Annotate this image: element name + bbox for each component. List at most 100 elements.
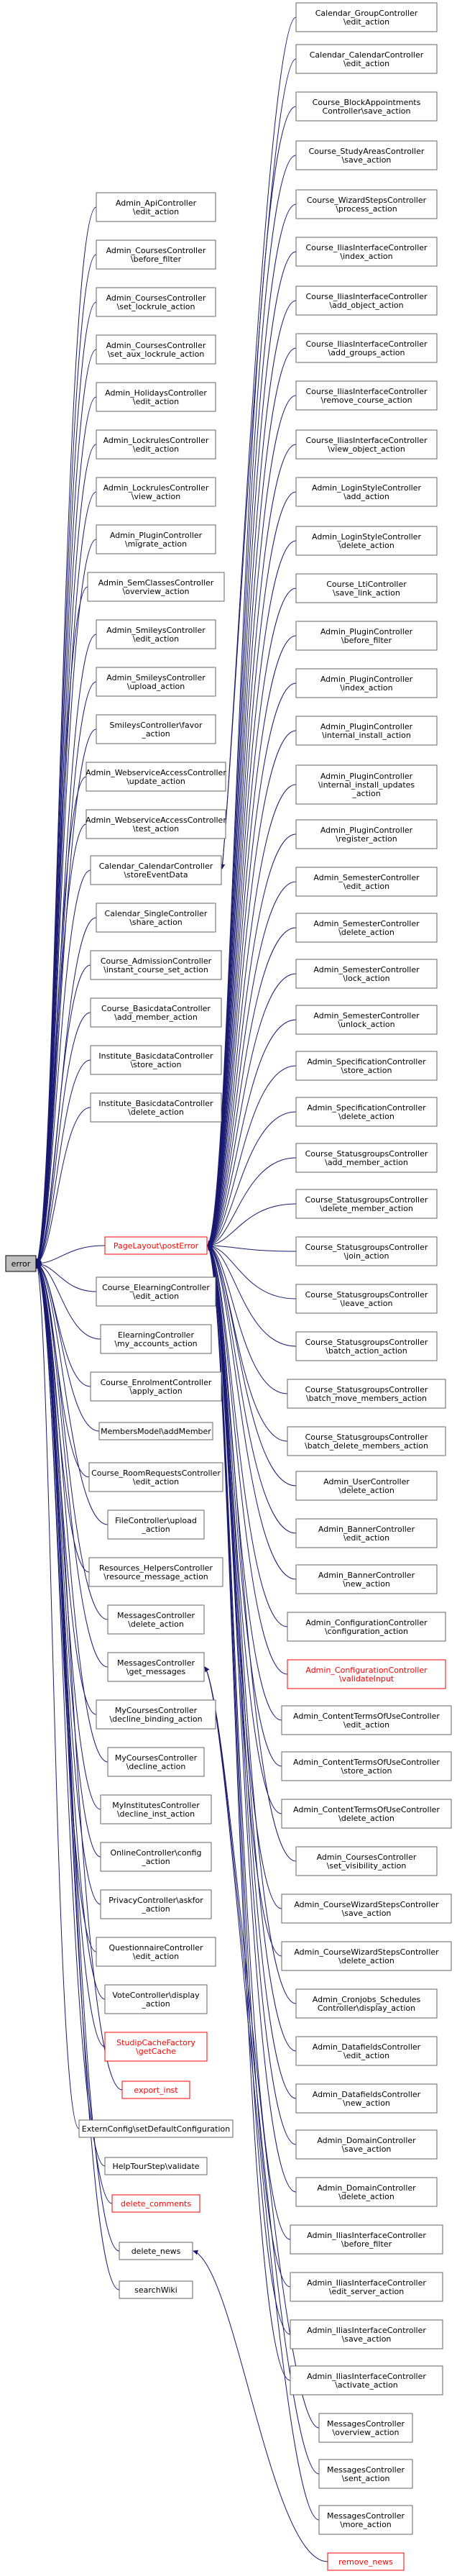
node-course-lticontroller-save-link-action[interactable]: Course_LtiController\save_link_action [295, 573, 438, 603]
node-admin-lockrulescontroller-edit-action[interactable]: Admin_LockrulesController\edit_action [96, 429, 216, 460]
node-admin-semestercontroller-lock-action[interactable]: Admin_SemesterController\lock_action [295, 959, 438, 989]
node-mycoursescontroller-decline-action[interactable]: MyCoursesController\decline_action [107, 1747, 205, 1777]
node-course-statusgroupscontroller-join-action[interactable]: Course_StatusgroupsController\join_actio… [295, 1236, 438, 1266]
node-searchwiki[interactable]: searchWiki [119, 2280, 193, 2299]
node-course-statusgroupscontroller-add-member-action[interactable]: Course_StatusgroupsController\add_member… [295, 1143, 438, 1173]
node-delete-news[interactable]: delete_news [119, 2242, 193, 2260]
node-course-statusgroupscontroller-leave-action[interactable]: Course_StatusgroupsController\leave_acti… [295, 1284, 438, 1314]
node-institute-basicdatacontroller-store-action[interactable]: Institute_BasicdataController\store_acti… [90, 1045, 222, 1075]
node-admin-semestercontroller-edit-action[interactable]: Admin_SemesterController\edit_action [295, 867, 438, 897]
node-admin-loginstylecontroller-add-action[interactable]: Admin_LoginStyleController\add_action [295, 477, 438, 507]
node-course-iliasinterfacecontroller-remove-course-action[interactable]: Course_IliasInterfaceController\remove_c… [295, 380, 438, 411]
node-helptourstep-validate[interactable]: HelpTourStep\validate [104, 2157, 208, 2175]
node-admin-coursewizardstepscontroller-save-action[interactable]: Admin_CourseWizardStepsController\save_a… [281, 1894, 452, 1924]
node-course-basicdatacontroller-add-member-action[interactable]: Course_BasicdataController\add_member_ac… [90, 997, 222, 1028]
node-studipcachefactory-getcache[interactable]: StudipCacheFactory\getCache [104, 2032, 208, 2062]
node-course-iliasinterfacecontroller-view-object-action[interactable]: Course_IliasInterfaceController\view_obj… [295, 429, 438, 460]
node-admin-coursescontroller-set-visibility-action[interactable]: Admin_CoursesController\set_visibility_a… [295, 1846, 438, 1876]
node-admin-cronjobs-schedules-controller-display-action[interactable]: Admin_Cronjobs_SchedulesController\displ… [295, 1988, 438, 2019]
node-admin-plugincontroller-migrate-action[interactable]: Admin_PluginController\migrate_action [96, 524, 216, 554]
node-votecontroller-display-action[interactable]: VoteController\display_action [104, 1984, 208, 2014]
node-messagescontroller-overview-action[interactable]: MessagesController\overview_action [318, 2413, 413, 2443]
node-admin-domaincontroller-delete-action[interactable]: Admin_DomainController\delete_action [295, 2177, 438, 2207]
node-remove-news[interactable]: remove_news [327, 2552, 405, 2571]
node-course-admissioncontroller-instant-course-set-action[interactable]: Course_AdmissionController\instant_cours… [90, 950, 222, 980]
node-filecontroller-upload-action[interactable]: FileController\upload_action [107, 1509, 205, 1540]
node-admin-iliasinterfacecontroller-activate-action[interactable]: Admin_IliasInterfaceController\activate_… [290, 2365, 443, 2395]
node-admin-datafieldscontroller-edit-action[interactable]: Admin_DatafieldsController\edit_action [295, 2036, 438, 2066]
node-pagelayout-posterror[interactable]: PageLayout\postError [104, 1236, 208, 1255]
node-mycoursescontroller-decline-binding-action[interactable]: MyCoursesController\decline_binding_acti… [96, 1699, 216, 1730]
node-admin-domaincontroller-save-action[interactable]: Admin_DomainController\save_action [295, 2129, 438, 2160]
node-admin-iliasinterfacecontroller-edit-server-action[interactable]: Admin_IliasInterfaceController\edit_serv… [290, 2272, 443, 2302]
node-admin-bannercontroller-new-action[interactable]: Admin_BannerController\new_action [295, 1564, 438, 1594]
node-admin-contenttermsofusecontroller-edit-action[interactable]: Admin_ContentTermsOfUseController\edit_a… [281, 1705, 452, 1735]
node-messagescontroller-delete-action[interactable]: MessagesController\delete_action [107, 1604, 205, 1635]
node-questionnairecontroller-edit-action[interactable]: QuestionnaireController\edit_action [96, 1937, 216, 1967]
node-admin-plugincontroller-index-action[interactable]: Admin_PluginController\index_action [295, 668, 438, 698]
node-admin-contenttermsofusecontroller-delete-action[interactable]: Admin_ContentTermsOfUseController\delete… [281, 1799, 452, 1829]
node-course-roomrequestscontroller-edit-action[interactable]: Course_RoomRequestsController\edit_actio… [88, 1462, 223, 1492]
node-messagescontroller-more-action[interactable]: MessagesController\more_action [318, 2505, 413, 2535]
node-calendar-calendarcontroller-edit-action[interactable]: Calendar_CalendarController\edit_action [295, 44, 438, 74]
node-admin-plugincontroller-internal-install-action[interactable]: Admin_PluginController\internal_install_… [295, 716, 438, 746]
node-export-inst[interactable]: export_inst [121, 2081, 190, 2099]
node-admin-contenttermsofusecontroller-store-action[interactable]: Admin_ContentTermsOfUseController\store_… [281, 1751, 452, 1781]
node-course-iliasinterfacecontroller-index-action[interactable]: Course_IliasInterfaceController\index_ac… [295, 237, 438, 267]
node-course-statusgroupscontroller-batch-move-members-action[interactable]: Course_StatusgroupsController\batch_move… [287, 1379, 446, 1409]
node-course-statusgroupscontroller-batch-delete-members-action[interactable]: Course_StatusgroupsController\batch_dele… [287, 1426, 446, 1456]
node-course-blockappointments-controller-save-action[interactable]: Course_BlockAppointmentsController\save_… [295, 91, 438, 122]
node-course-statusgroupscontroller-delete-member-action[interactable]: Course_StatusgroupsController\delete_mem… [295, 1189, 438, 1219]
node-admin-loginstylecontroller-delete-action[interactable]: Admin_LoginStyleController\delete_action [295, 526, 438, 556]
node-delete-comments[interactable]: delete_comments [111, 2194, 200, 2213]
node-admin-webserviceaccesscontroller-update-action[interactable]: Admin_WebserviceAccessController\update_… [86, 762, 226, 792]
node-admin-iliasinterfacecontroller-before-filter[interactable]: Admin_IliasInterfaceController\before_fi… [290, 2224, 443, 2255]
node-admin-webserviceaccesscontroller-test-action[interactable]: Admin_WebserviceAccessController\test_ac… [86, 809, 226, 839]
node-course-enrolmentcontroller-apply-action[interactable]: Course_EnrolmentController\apply_action [90, 1371, 222, 1402]
node-membersmodel-addmember[interactable]: MembersModel\addMember [98, 1422, 213, 1440]
node-error-root[interactable]: error [5, 1255, 37, 1272]
node-admin-coursescontroller-set-aux-lockrule-action[interactable]: Admin_CoursesController\set_aux_lockrule… [96, 334, 216, 365]
node-resources-helperscontroller-resource-message-action[interactable]: Resources_HelpersController\resource_mes… [88, 1557, 223, 1587]
node-admin-specificationcontroller-store-action[interactable]: Admin_SpecificationController\store_acti… [295, 1051, 438, 1081]
node-admin-coursescontroller-set-lockrule-action[interactable]: Admin_CoursesController\set_lockrule_act… [96, 287, 216, 317]
node-course-wizardstepscontroller-process-action[interactable]: Course_WizardStepsController\process_act… [295, 189, 438, 219]
node-smileyscontroller-favor-action[interactable]: SmileysController\favor_action [96, 714, 216, 744]
node-elearningcontroller-my-accounts-action[interactable]: ElearningController\my_accounts_action [100, 1324, 212, 1354]
node-course-studyareascontroller-save-action[interactable]: Course_StudyAreasController\save_action [295, 140, 438, 170]
node-course-iliasinterfacecontroller-add-object-action[interactable]: Course_IliasInterfaceController\add_obje… [295, 286, 438, 316]
node-admin-coursescontroller-before-filter[interactable]: Admin_CoursesController\before_filter [96, 239, 216, 270]
node-myinstitutescontroller-decline-inst-action[interactable]: MyInstitutesController\decline_inst_acti… [100, 1794, 212, 1824]
node-admin-configurationcontroller-validateinput[interactable]: Admin_ConfigurationController\validateIn… [287, 1659, 446, 1689]
node-course-elearningcontroller-edit-action[interactable]: Course_ElearningController\edit_action [96, 1276, 216, 1307]
node-admin-semclassescontroller-overview-action[interactable]: Admin_SemClassesController\overview_acti… [87, 572, 225, 602]
node-admin-smileyscontroller-upload-action[interactable]: Admin_SmileysController\upload_action [96, 667, 216, 697]
node-admin-semestercontroller-unlock-action[interactable]: Admin_SemesterController\unlock_action [295, 1005, 438, 1035]
node-admin-semestercontroller-delete-action[interactable]: Admin_SemesterController\delete_action [295, 913, 438, 943]
node-admin-plugincontroller-internal-install-updates-action[interactable]: Admin_PluginController\internal_install_… [295, 764, 438, 805]
node-course-statusgroupscontroller-batch-action-action[interactable]: Course_StatusgroupsController\batch_acti… [295, 1331, 438, 1361]
node-calendar-groupcontroller-edit-action[interactable]: Calendar_GroupController\edit_action [295, 2, 438, 32]
node-admin-holidayscontroller-edit-action[interactable]: Admin_HolidaysController\edit_action [96, 382, 216, 412]
node-admin-iliasinterfacecontroller-save-action[interactable]: Admin_IliasInterfaceController\save_acti… [290, 2319, 443, 2349]
node-privacycontroller-askfor-action[interactable]: PrivacyController\askfor_action [100, 1889, 212, 1919]
node-calendar-singlecontroller-share-action[interactable]: Calendar_SingleController\share_action [96, 903, 216, 933]
node-admin-plugincontroller-before-filter[interactable]: Admin_PluginController\before_filter [295, 621, 438, 651]
node-messagescontroller-get-messages[interactable]: MessagesController\get_messages [107, 1652, 205, 1682]
node-messagescontroller-sent-action[interactable]: MessagesController\sent_action [318, 2459, 413, 2489]
node-institute-basicdatacontroller-delete-action[interactable]: Institute_BasicdataController\delete_act… [90, 1092, 222, 1123]
node-admin-smileyscontroller-edit-action[interactable]: Admin_SmileysController\edit_action [96, 619, 216, 649]
node-admin-bannercontroller-edit-action[interactable]: Admin_BannerController\edit_action [295, 1518, 438, 1548]
node-calendar-calendarcontroller-storeeventdata[interactable]: Calendar_CalendarController\storeEventDa… [90, 855, 222, 885]
node-admin-coursewizardstepscontroller-delete-action[interactable]: Admin_CourseWizardStepsController\delete… [281, 1941, 452, 1971]
node-onlinecontroller-config-action[interactable]: OnlineController\config_action [100, 1842, 212, 1872]
node-admin-apicontroller-edit-action[interactable]: Admin_ApiController\edit_action [96, 192, 216, 222]
node-admin-plugincontroller-register-action[interactable]: Admin_PluginController\register_action [295, 819, 438, 849]
node-admin-usercontroller-delete-action[interactable]: Admin_UserController\delete_action [295, 1471, 438, 1501]
node-admin-lockrulescontroller-view-action[interactable]: Admin_LockrulesController\view_action [96, 477, 216, 507]
node-admin-datafieldscontroller-new-action[interactable]: Admin_DatafieldsController\new_action [295, 2083, 438, 2114]
node-externconfig-setdefaultconfiguration[interactable]: ExternConfig\setDefaultConfiguration [78, 2119, 234, 2138]
node-course-iliasinterfacecontroller-add-groups-action[interactable]: Course_IliasInterfaceController\add_grou… [295, 333, 438, 363]
node-admin-specificationcontroller-delete-action[interactable]: Admin_SpecificationController\delete_act… [295, 1097, 438, 1127]
node-admin-configurationcontroller-configuration-action[interactable]: Admin_ConfigurationController\configurat… [287, 1612, 446, 1642]
